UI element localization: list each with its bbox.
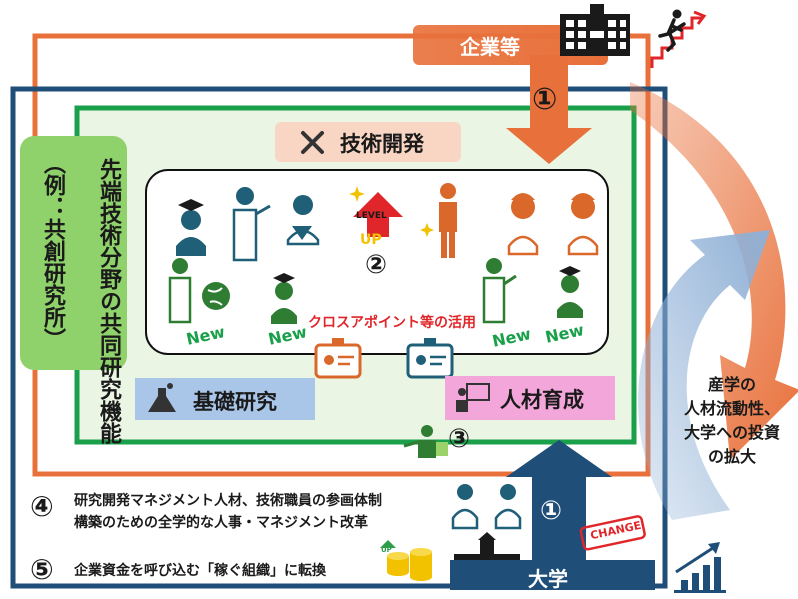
level-up-icon: LEVEL UP xyxy=(349,186,434,248)
engineer-icon-2 xyxy=(567,193,599,256)
coins-icon: UP xyxy=(380,540,432,581)
investment-line-1: 産学の xyxy=(707,375,756,394)
svg-text:UP: UP xyxy=(381,546,392,554)
change-stamp xyxy=(579,515,646,551)
orange-down-arrow xyxy=(506,55,592,164)
side-box xyxy=(20,136,127,370)
curved-orange-arrow xyxy=(630,82,798,460)
university-label: 大学 xyxy=(528,567,568,591)
company-bar xyxy=(413,25,608,65)
worker-icon xyxy=(439,183,457,258)
id-card-icon-orange xyxy=(314,338,362,379)
investment-text: 産学の 人材流動性、 大学への投資 の拡大 xyxy=(668,373,796,469)
svg-text:LEVEL: LEVEL xyxy=(356,211,387,221)
tech-dev-label: 技術開発 xyxy=(340,132,424,156)
investment-line-4: の拡大 xyxy=(707,447,756,466)
company-label: 企業等 xyxy=(460,35,520,59)
green-graduate-icon-2 xyxy=(557,266,583,318)
university-bar xyxy=(450,560,655,590)
graduate-icon xyxy=(176,199,206,256)
circle-2: ② xyxy=(365,250,388,280)
green-teacher-icon xyxy=(403,425,448,458)
svg-text:UP: UP xyxy=(360,232,382,248)
investment-line-3: 大学への投資 xyxy=(683,423,780,442)
item4-number: ④ xyxy=(30,490,54,523)
investment-line-2: 人材流動性、 xyxy=(683,399,780,418)
side-box-title: 先端技術分野の共同研究機能 xyxy=(96,158,121,444)
item4-text: 研究開発マネジメント人材、技術職員の参画体制 構築のための全学的な人事・マネジメ… xyxy=(74,490,382,534)
item4-line-2: 構築のための全学的な人事・マネジメント改革 xyxy=(74,515,368,531)
flask-icon xyxy=(148,383,176,412)
teacher-board-icon xyxy=(456,383,490,412)
staff-icons xyxy=(451,484,522,530)
scientist-icon xyxy=(232,187,271,262)
growth-chart-icon xyxy=(674,542,726,593)
item5-text: 企業資金を呼び込む「稼ぐ組織」に転換 xyxy=(74,563,326,579)
flow-number-top: ① xyxy=(532,82,558,117)
stair-climber-icon xyxy=(650,9,707,68)
cross-appointment-label: クロスアポイント等の活用 xyxy=(308,315,476,331)
flow-number-bottom: ① xyxy=(540,496,563,526)
item4-line-1: 研究開発マネジメント人材、技術職員の参画体制 xyxy=(74,493,382,509)
curved-blue-arrow xyxy=(638,230,770,520)
hr-training-label: 人材育成 xyxy=(500,388,584,412)
global-scientist-icon xyxy=(168,258,230,324)
navy-up-arrow xyxy=(506,440,612,576)
id-card-icon-blue xyxy=(406,338,454,379)
side-box-example: （例：共創研究所） xyxy=(40,152,65,350)
basic-research-label: 基礎研究 xyxy=(193,390,277,414)
green-graduate-icon xyxy=(271,273,297,324)
company-building-icon xyxy=(560,4,630,56)
engineer-icon-1 xyxy=(507,193,539,256)
circle-3: ③ xyxy=(448,424,471,454)
chemist-icon xyxy=(286,195,320,246)
tools-icon xyxy=(301,131,324,154)
item5-number: ⑤ xyxy=(30,553,54,586)
green-scientist-icon xyxy=(482,258,517,324)
